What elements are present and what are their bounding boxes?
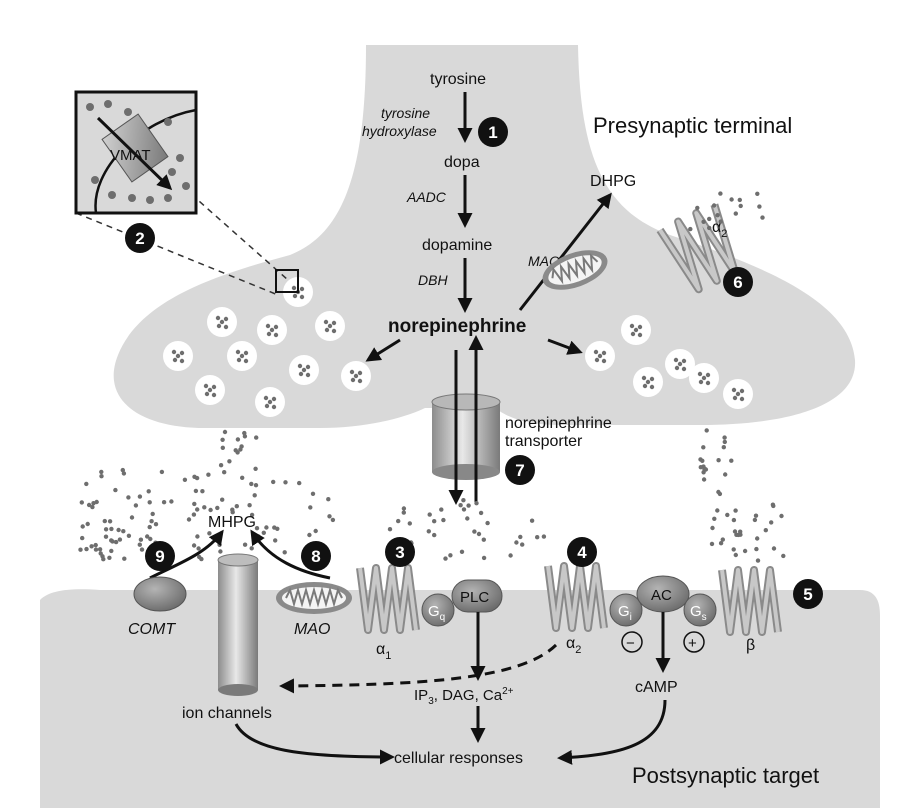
comt-enzyme — [133, 576, 187, 612]
cellular-responses-label: cellular responses — [394, 750, 523, 767]
mao-postsynaptic-label: MAO — [294, 621, 330, 638]
badge-3: 3 — [385, 537, 415, 567]
badge-number: 3 — [395, 543, 404, 562]
camp-label: cAMP — [635, 679, 678, 696]
alpha2-postsynaptic-receptor — [544, 562, 608, 632]
aadc-label: AADC — [406, 189, 447, 205]
badge-9: 9 — [145, 541, 175, 571]
vesicle — [665, 349, 695, 379]
beta-receptor — [718, 566, 782, 636]
gs-label: Gs — [690, 603, 707, 623]
alpha2-presynaptic-label: α2 — [712, 219, 727, 240]
norepinephrine-label: norepinephrine — [388, 316, 526, 337]
comt-label: COMT — [128, 621, 176, 638]
badge-number: 9 — [155, 547, 164, 566]
presynaptic-terminal — [113, 45, 856, 428]
vesicle — [195, 375, 225, 405]
ac-label: AC — [651, 587, 672, 604]
dbh-label: DBH — [418, 272, 448, 288]
plc-label: PLC — [460, 589, 489, 606]
vesicle — [227, 341, 257, 371]
badge-8: 8 — [301, 541, 331, 571]
transporter-label-2: transporter — [505, 433, 583, 450]
tyrosine-hydroxylase-label-2: hydroxylase — [362, 123, 437, 139]
badge-2: 2 — [125, 223, 155, 253]
vmat-inset: VMAT — [74, 90, 299, 296]
vesicle — [341, 361, 371, 391]
dhpg-label: DHPG — [590, 173, 636, 190]
vesicle — [255, 387, 285, 417]
gi-inhibit-sign: − — [626, 635, 635, 652]
badge-number: 7 — [515, 461, 524, 480]
badge-number: 1 — [488, 123, 497, 142]
badge-1: 1 — [478, 117, 508, 147]
dopa-label: dopa — [444, 154, 480, 171]
alpha1-label: α1 — [376, 641, 391, 662]
tyrosine-label: tyrosine — [430, 71, 486, 88]
mitochondrion-presynaptic — [542, 250, 608, 290]
vesicle — [207, 307, 237, 337]
badge-number: 6 — [733, 273, 742, 292]
vesicle — [723, 379, 753, 409]
beta-label: β — [746, 637, 755, 654]
ion-channels-label: ion channels — [182, 705, 272, 722]
gq-label: Gq — [428, 603, 445, 623]
norepinephrine-transporter — [431, 393, 501, 480]
ion-channel — [217, 553, 259, 696]
badge-number: 5 — [803, 585, 812, 604]
gi-label: Gi — [618, 603, 632, 623]
alpha2-postsynaptic-label: α2 — [566, 635, 581, 656]
vesicle — [289, 355, 319, 385]
vesicles — [163, 277, 753, 417]
vesicle — [585, 341, 615, 371]
transporter-label-1: norepinephrine — [505, 415, 612, 432]
presynaptic-label: Presynaptic terminal — [593, 113, 792, 138]
mhpg-label: MHPG — [208, 514, 256, 531]
second-messengers-label: IP3, DAG, Ca2+ — [414, 686, 514, 707]
badge-number: 8 — [311, 547, 320, 566]
gs-stimulate-sign: + — [688, 635, 697, 652]
mitochondrion-postsynaptic — [276, 582, 352, 614]
badge-6: 6 — [723, 267, 753, 297]
vesicle — [633, 367, 663, 397]
vesicle — [621, 315, 651, 345]
tyrosine-hydroxylase-label-1: tyrosine — [381, 105, 430, 121]
badge-7: 7 — [505, 455, 535, 485]
dopamine-label: dopamine — [422, 237, 492, 254]
vesicle — [689, 363, 719, 393]
badge-4: 4 — [567, 537, 597, 567]
released-norepinephrine-dots — [78, 191, 786, 563]
badges: 1 2 3 4 5 6 7 8 9 — [125, 117, 823, 609]
vesicle — [257, 315, 287, 345]
alpha1-receptor — [356, 564, 420, 634]
vesicle — [163, 341, 193, 371]
vesicle — [315, 311, 345, 341]
badge-number: 4 — [577, 543, 587, 562]
badge-5: 5 — [793, 579, 823, 609]
badge-number: 2 — [135, 229, 144, 248]
postsynaptic-label: Postsynaptic target — [632, 763, 819, 788]
